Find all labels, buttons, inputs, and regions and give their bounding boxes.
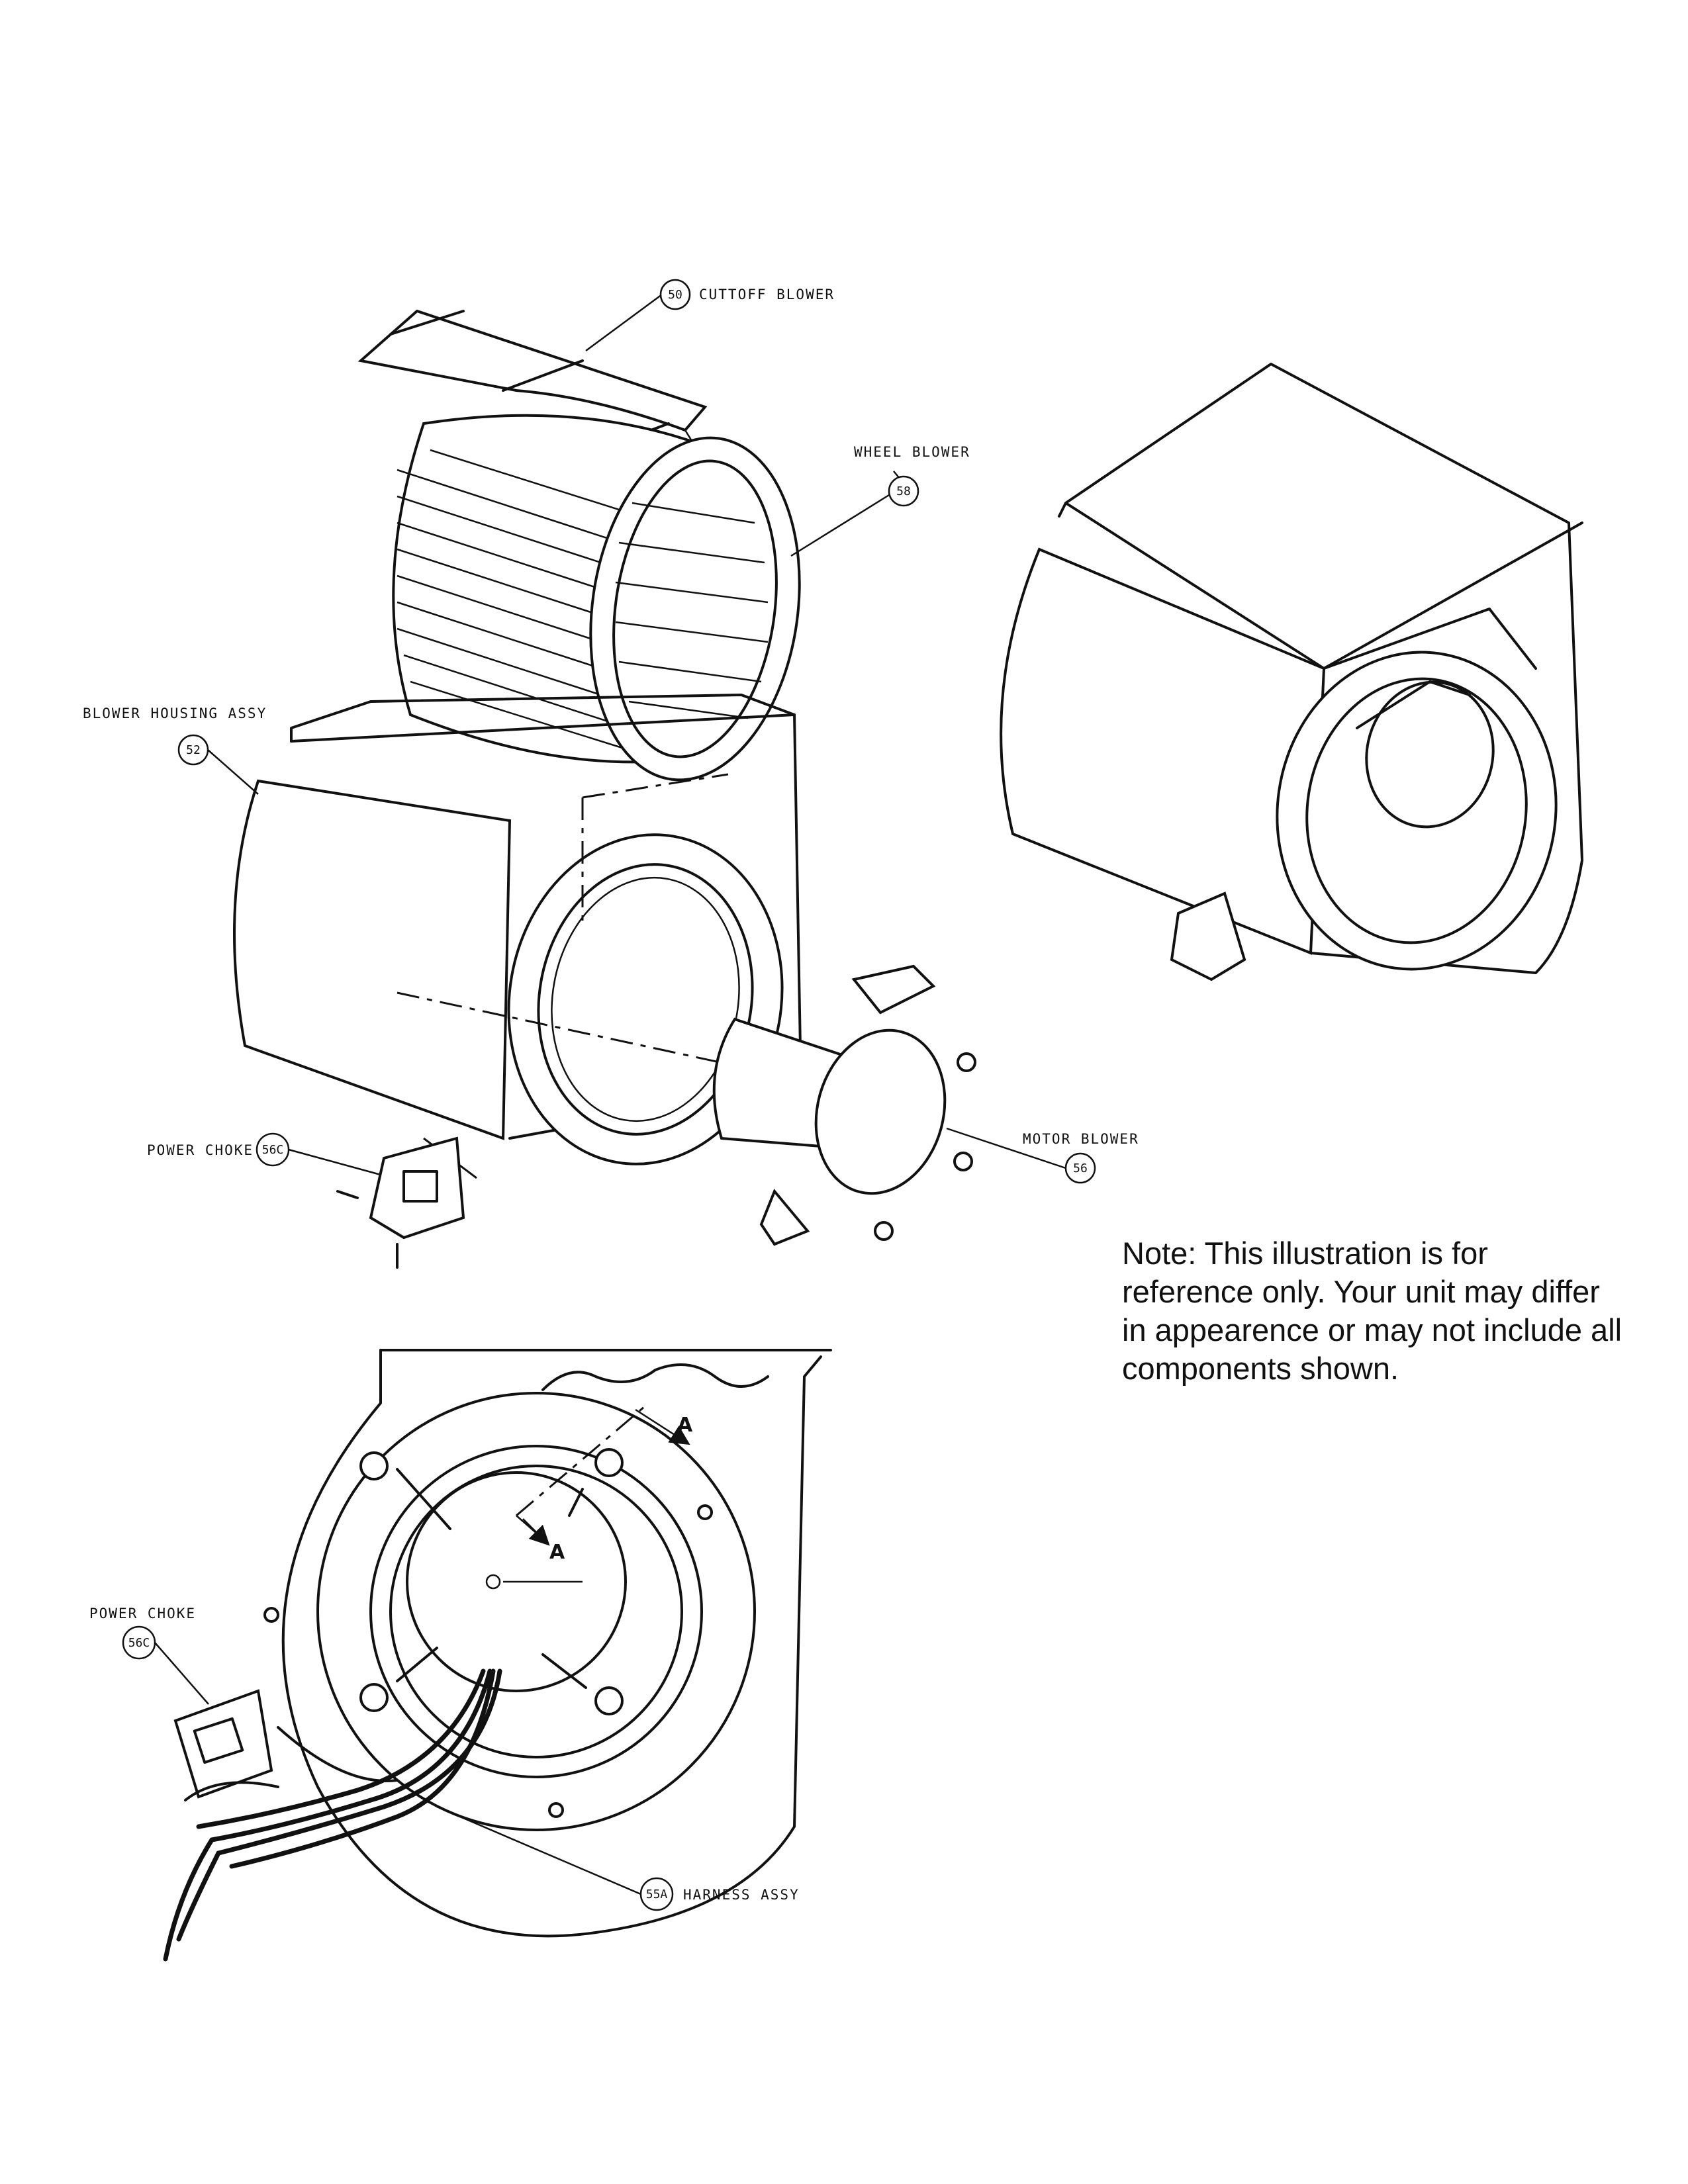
assembled-view bbox=[1000, 363, 1583, 981]
callout-cuttoff-blower: 50 CUTTOFF BLOWER bbox=[585, 279, 835, 352]
callout-num: 58 bbox=[896, 484, 911, 498]
motor-exploded-drawing bbox=[712, 964, 976, 1246]
callout-label: WHEEL BLOWER bbox=[854, 444, 970, 460]
section-mark-upper: A bbox=[677, 1414, 693, 1437]
callout-power-choke-top: POWER CHOKE 56C bbox=[147, 1132, 381, 1176]
harness-wires-drawing bbox=[163, 1668, 502, 1962]
callout-wheel-blower: WHEEL BLOWER 58 bbox=[790, 444, 970, 557]
callout-num: 50 bbox=[668, 288, 682, 302]
blower-wheel-drawing bbox=[392, 414, 801, 782]
callout-num: 52 bbox=[186, 743, 201, 757]
callout-label: BLOWER HOUSING ASSY bbox=[83, 705, 267, 721]
callout-label: HARNESS ASSY bbox=[683, 1887, 800, 1903]
power-choke-exploded-drawing bbox=[336, 1136, 465, 1269]
callout-label: POWER CHOKE bbox=[89, 1606, 196, 1621]
power-choke-side-drawing bbox=[173, 1689, 273, 1799]
reference-note: Note: This illustration is for reference… bbox=[1122, 1236, 1622, 1386]
callout-label: POWER CHOKE bbox=[147, 1142, 254, 1158]
housing-exploded-drawing bbox=[233, 694, 802, 1179]
callout-num: 56 bbox=[1073, 1161, 1088, 1175]
callout-num: 56C bbox=[128, 1636, 150, 1650]
callout-motor-blower: MOTOR BLOWER 56 bbox=[946, 1127, 1139, 1184]
section-mark-lower: A bbox=[549, 1541, 565, 1564]
callout-num: 56C bbox=[262, 1143, 284, 1157]
callout-blower-housing: BLOWER HOUSING ASSY 52 bbox=[83, 705, 267, 795]
exploded-view bbox=[233, 309, 976, 1269]
callout-harness: 55A HARNESS ASSY bbox=[436, 1805, 800, 1911]
callout-power-choke-bottom: POWER CHOKE 56C bbox=[89, 1606, 209, 1705]
side-view bbox=[163, 1349, 832, 1962]
callout-label: CUTTOFF BLOWER bbox=[699, 287, 835, 302]
callout-num: 55A bbox=[646, 1888, 668, 1901]
callout-label: MOTOR BLOWER bbox=[1023, 1131, 1139, 1147]
